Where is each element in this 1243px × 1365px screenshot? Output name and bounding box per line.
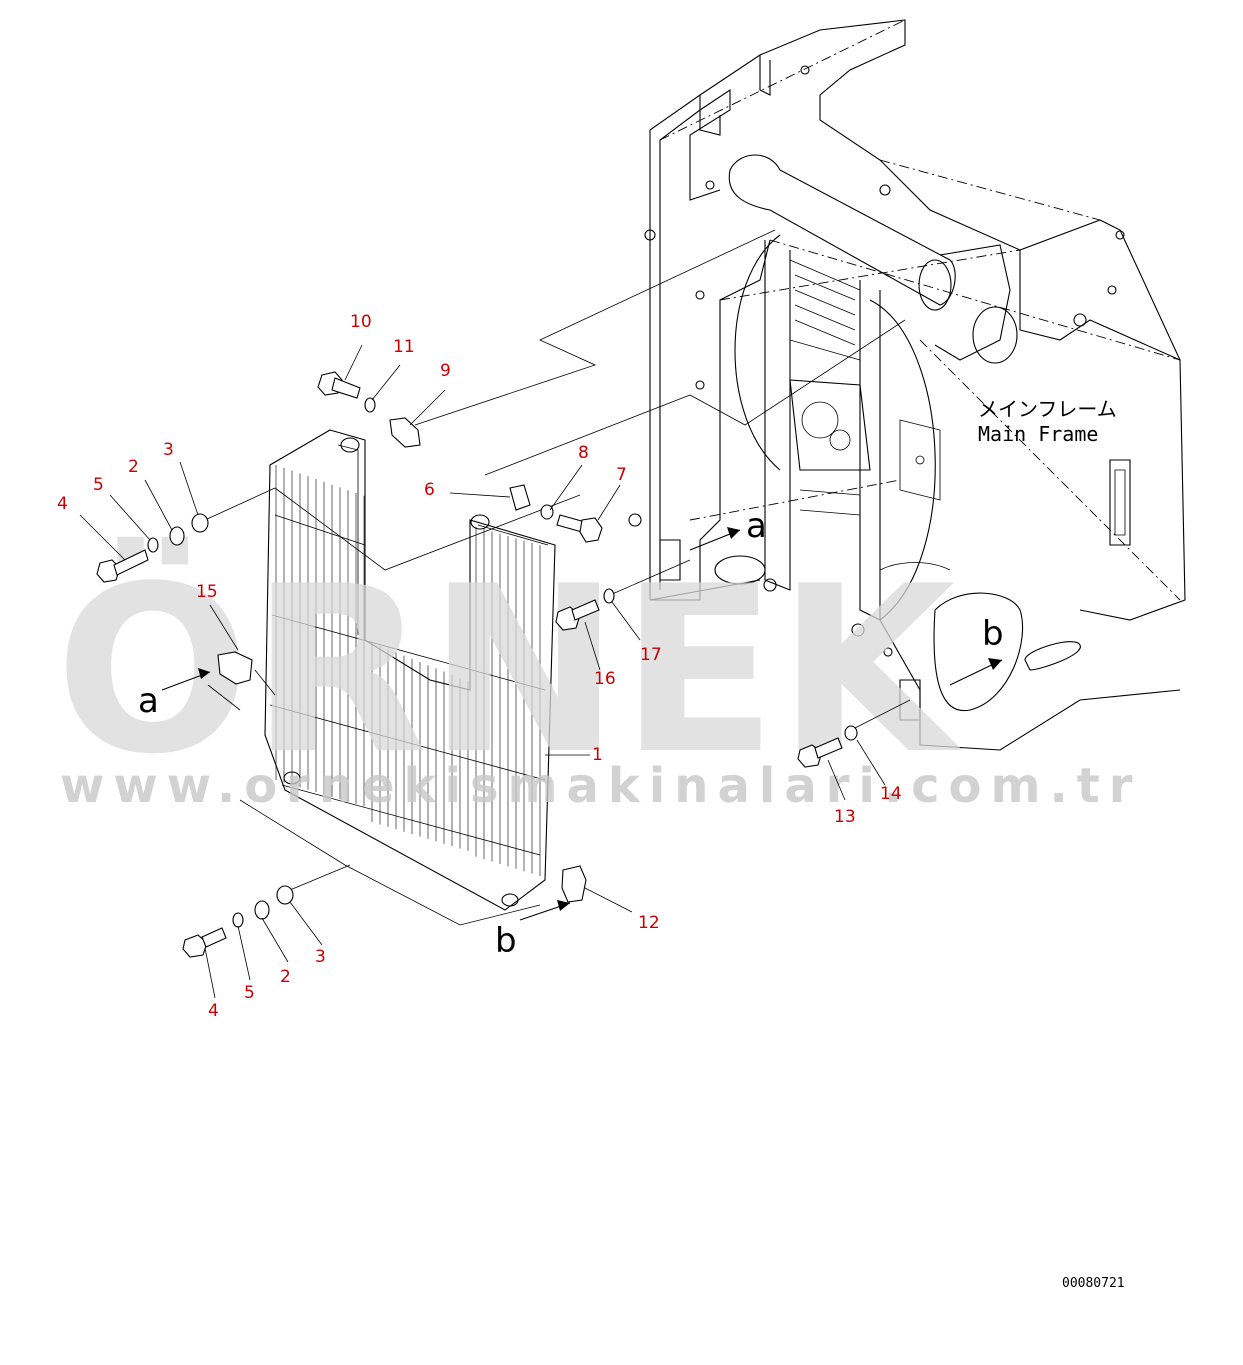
bolt-4-bottom — [182, 927, 227, 958]
bracket-6 — [509, 484, 531, 511]
callouts: 10 11 9 3 2 5 4 6 8 7 15 1 17 16 14 13 1… — [57, 312, 902, 1021]
collar-3-bottom — [276, 885, 294, 905]
bracket-9 — [389, 417, 421, 448]
callout-4-top: 4 — [57, 494, 68, 514]
washer-2-bottom — [254, 900, 270, 920]
callout-12: 12 — [638, 913, 660, 933]
callout-13: 13 — [834, 807, 856, 827]
callout-17: 17 — [640, 645, 662, 665]
view-arrows — [161, 527, 1024, 921]
main-frame-label: メインフレーム Main Frame — [978, 397, 1117, 446]
bracket-12 — [561, 865, 587, 903]
condenser-core — [264, 429, 556, 911]
callout-4-bottom: 4 — [208, 1001, 219, 1021]
bolt-13 — [797, 737, 843, 768]
hardware — [96, 371, 858, 958]
callout-3-bottom: 3 — [315, 947, 326, 967]
bolt-4-top — [96, 549, 149, 583]
washer-2-top — [169, 526, 185, 546]
washer-17 — [603, 588, 615, 604]
washer-5-bottom — [232, 912, 244, 928]
frame-label-japanese: メインフレーム — [978, 397, 1117, 421]
washer-11 — [364, 397, 376, 413]
bolt-16 — [555, 599, 600, 631]
watermark-url: www.ornekismakinalari.com.tr — [60, 758, 1141, 814]
callout-7: 7 — [616, 465, 627, 485]
callout-3-top: 3 — [163, 440, 174, 460]
collar-3-top — [191, 513, 209, 533]
callout-1: 1 — [592, 745, 603, 765]
callout-8: 8 — [578, 443, 589, 463]
callout-5-bottom: 5 — [244, 983, 255, 1003]
callout-11: 11 — [393, 337, 415, 357]
callout-10: 10 — [350, 312, 372, 332]
washer-8 — [540, 504, 554, 520]
bolt-7 — [556, 514, 603, 543]
view-letters: a a b b — [138, 506, 1004, 961]
drawing-number: 00080721 — [1062, 1276, 1125, 1291]
callout-5-top: 5 — [93, 475, 104, 495]
frame-label-english: Main Frame — [978, 422, 1098, 446]
assembly-lines — [204, 229, 911, 926]
main-frame-drawing — [628, 19, 1186, 751]
view-letter-b-bottom: b — [495, 921, 517, 961]
condenser-fins — [275, 465, 541, 876]
view-letter-a-right: a — [746, 506, 767, 546]
washer-5-top — [147, 537, 159, 553]
callout-2-bottom: 2 — [280, 967, 291, 987]
callout-2-top: 2 — [128, 457, 139, 477]
callout-9: 9 — [440, 361, 451, 381]
callout-15: 15 — [196, 582, 218, 602]
callout-14: 14 — [880, 784, 902, 804]
washer-14 — [844, 725, 858, 741]
bolt-10 — [317, 371, 361, 399]
view-letter-a-left: a — [138, 681, 159, 721]
bracket-15 — [217, 651, 253, 685]
callout-6: 6 — [424, 480, 435, 500]
callout-leaders — [79, 344, 886, 999]
callout-16: 16 — [594, 669, 616, 689]
view-letter-b-right: b — [982, 614, 1004, 654]
